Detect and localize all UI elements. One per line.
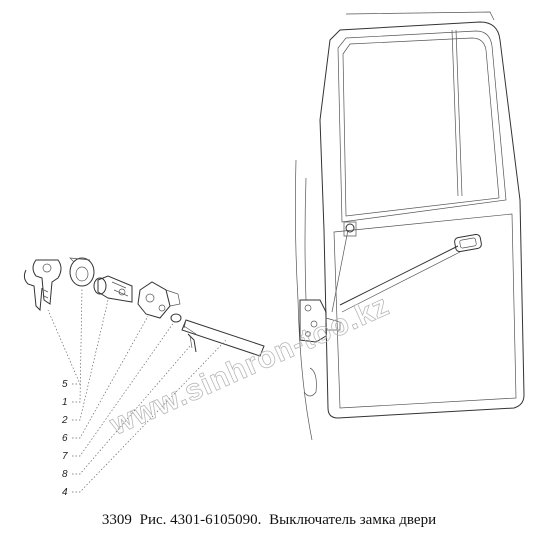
cylinder-cover [69, 257, 95, 287]
callout-label: 2 [61, 415, 68, 426]
callout-label: 4 [62, 487, 68, 498]
figure-caption: 3309 Рис. 4301-6105090. Выключатель замк… [0, 512, 538, 529]
key-icon [23, 259, 62, 312]
leader-lines [47, 287, 227, 493]
split-pin [187, 333, 197, 353]
caption-title: Выключатель замка двери [269, 512, 437, 528]
lock-cylinder [93, 275, 133, 303]
parts-diagram: 5 1 2 6 7 8 4 www.sinhron-too.kz [23, 11, 525, 498]
callout-label: 6 [62, 433, 68, 444]
lock-parts [23, 257, 265, 357]
callout-label: 8 [62, 469, 68, 480]
door-drawing [294, 11, 525, 441]
caption-model: 3309 [101, 512, 132, 528]
callout-labels: 5 1 2 6 7 8 4 [61, 379, 68, 498]
drive-rod [181, 319, 265, 357]
callout-label: 7 [62, 451, 68, 462]
callout-label: 1 [62, 397, 68, 408]
watermark-text: www.sinhron-too.kz [104, 289, 394, 442]
callout-label: 5 [62, 379, 68, 390]
washer [170, 313, 197, 335]
switch-housing [137, 281, 181, 319]
caption-figure-number: Рис. 4301-6105090. [139, 512, 262, 528]
